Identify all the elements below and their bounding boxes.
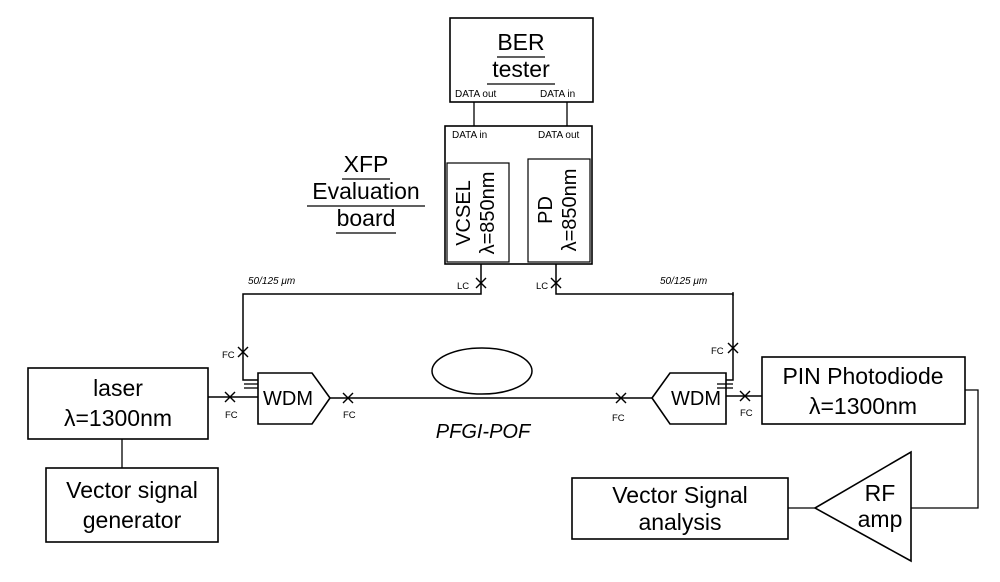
vector-signal-analysis-line1: Vector Signal bbox=[612, 482, 748, 508]
vector-signal-generator: Vector signal generator bbox=[45, 467, 219, 543]
lc-connector-left bbox=[475, 277, 487, 289]
vector-signal-analysis-box bbox=[571, 477, 789, 540]
fc-connector-pof-left bbox=[342, 392, 354, 404]
rf-amp-label-line2: amp bbox=[858, 506, 903, 532]
fc-connector-laser bbox=[224, 391, 236, 403]
fc-connector-right-vertical-label: FC bbox=[711, 346, 724, 357]
laser-box bbox=[27, 367, 209, 440]
fc-connector-pof-right-label: FC bbox=[612, 413, 625, 424]
pof-label: PFGI-POF bbox=[436, 421, 532, 443]
xfp-title-line1: XFP bbox=[344, 151, 389, 177]
xfp-evaluation-board: DATA in DATA out VCSEL λ=850nm PD λ=850n… bbox=[444, 125, 593, 265]
fc-connector-pof-right bbox=[615, 392, 627, 404]
vcsel-box bbox=[446, 162, 510, 263]
pin-photodiode-box bbox=[761, 356, 966, 425]
pd-wavelength: λ=850nm bbox=[559, 169, 581, 252]
wdm-left-label: WDM bbox=[263, 388, 313, 410]
laser: laser λ=1300nm bbox=[27, 367, 209, 440]
fc-connector-pof-left-label: FC bbox=[343, 410, 356, 421]
vcsel-label: VCSEL bbox=[453, 180, 475, 246]
pd-label: PD bbox=[535, 196, 557, 224]
pin-photodiode: PIN Photodiode λ=1300nm bbox=[761, 356, 966, 425]
xfp-title-line3: board bbox=[337, 205, 396, 231]
ber-data-out-label: DATA out bbox=[455, 89, 497, 100]
wdm-right-shape bbox=[651, 372, 727, 425]
ber-data-in-label: DATA in bbox=[540, 89, 575, 100]
fiber-right-label: 50/125 μm bbox=[660, 276, 707, 287]
xfp-data-in-label: DATA in bbox=[452, 130, 487, 141]
vector-signal-generator-line1: Vector signal bbox=[66, 477, 198, 503]
ber-tester-title-line2: tester bbox=[492, 56, 550, 82]
lc-connector-right bbox=[550, 277, 562, 289]
fc-connector-laser-label: FC bbox=[225, 410, 238, 421]
pin-photodiode-label: PIN Photodiode bbox=[782, 363, 943, 389]
vcsel-wavelength: λ=850nm bbox=[477, 172, 499, 255]
pd-box bbox=[527, 158, 591, 263]
fc-connector-photodiode-label: FC bbox=[740, 408, 753, 419]
wdm-left-shape bbox=[257, 372, 331, 425]
pof-fiber-spool-icon bbox=[431, 347, 533, 395]
ber-tester: BER tester DATA out DATA in bbox=[449, 17, 594, 103]
laser-wavelength: λ=1300nm bbox=[64, 405, 172, 431]
xfp-title-line2: Evaluation bbox=[312, 178, 419, 204]
fc-connector-photodiode bbox=[739, 390, 751, 402]
lc-connector-right-label: LC bbox=[536, 281, 548, 292]
fc-connector-left-vertical bbox=[237, 346, 249, 358]
wdm-right: WDM bbox=[651, 372, 727, 425]
rf-amp-triangle bbox=[813, 450, 912, 563]
fc-connector-right-vertical bbox=[727, 342, 739, 354]
ber-tester-box bbox=[449, 17, 594, 103]
xfp-data-out-label: DATA out bbox=[538, 130, 580, 141]
fiber-vcsel-to-left-wdm bbox=[242, 264, 482, 381]
fc-connector-left-vertical-label: FC bbox=[222, 350, 235, 361]
laser-label: laser bbox=[93, 375, 143, 401]
fiber-left-label: 50/125 μm bbox=[248, 276, 295, 287]
lc-connector-left-label: LC bbox=[457, 281, 469, 292]
wdm-right-label: WDM bbox=[671, 388, 721, 410]
rf-amp-label-line1: RF bbox=[865, 480, 896, 506]
pin-photodiode-wavelength: λ=1300nm bbox=[809, 393, 917, 419]
vector-signal-generator-line2: generator bbox=[83, 507, 182, 533]
xfp-title: XFP Evaluation board bbox=[307, 151, 425, 234]
rf-amp: RF amp bbox=[813, 450, 912, 563]
wdm-left: WDM bbox=[257, 372, 331, 425]
ber-tester-title-line1: BER bbox=[497, 29, 544, 55]
vector-signal-analysis: Vector Signal analysis bbox=[571, 477, 789, 540]
wire-photodiode-to-rf-amp bbox=[911, 389, 979, 509]
vector-signal-generator-box bbox=[45, 467, 219, 543]
vector-signal-analysis-line2: analysis bbox=[638, 509, 721, 535]
